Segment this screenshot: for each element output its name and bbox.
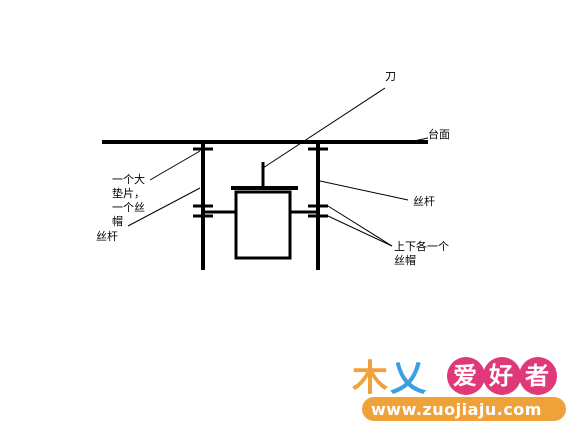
left-rod-label: 丝杆: [96, 229, 118, 243]
nuts-label-line2: 丝帽: [394, 254, 416, 267]
watermark-char-4: 好: [488, 362, 513, 390]
nuts-label-line1: 上下各一个: [394, 239, 449, 253]
blade-label: 刀: [385, 70, 396, 83]
watermark-char-3: 爱: [453, 362, 477, 390]
right-rod-label: 丝杆: [413, 194, 435, 208]
char3-bg: [447, 357, 485, 395]
watermark-char-2: 乂: [390, 358, 427, 399]
watermark-url-bg: [362, 397, 566, 421]
washer-label-line4: 帽: [112, 215, 123, 228]
watermark-char-1: 木: [352, 358, 388, 399]
left-rod-leader: [127, 187, 201, 227]
washer-label-line3: 一个丝: [112, 201, 145, 214]
nuts-leader-lower: [327, 215, 393, 247]
nuts-leader-upper: [327, 205, 393, 247]
watermark-logo: 木 乂 爱 好 者 www.zuojiaju.com: [352, 357, 566, 421]
surface-leader: [413, 137, 429, 142]
washer-label-line2: 垫片，: [112, 186, 145, 200]
watermark-url: www.zuojiaju.com: [371, 400, 542, 419]
watermark-char-5: 者: [525, 362, 549, 390]
washer-leader: [149, 150, 201, 181]
blade-leader: [262, 87, 386, 169]
motor-housing: [234, 190, 292, 260]
table-surface-label: 台面: [428, 127, 450, 141]
char4-bg: [483, 357, 521, 395]
washer-label-line1: 一个大: [112, 172, 145, 186]
right-rod-leader: [319, 180, 409, 201]
char5-bg: [519, 357, 557, 395]
